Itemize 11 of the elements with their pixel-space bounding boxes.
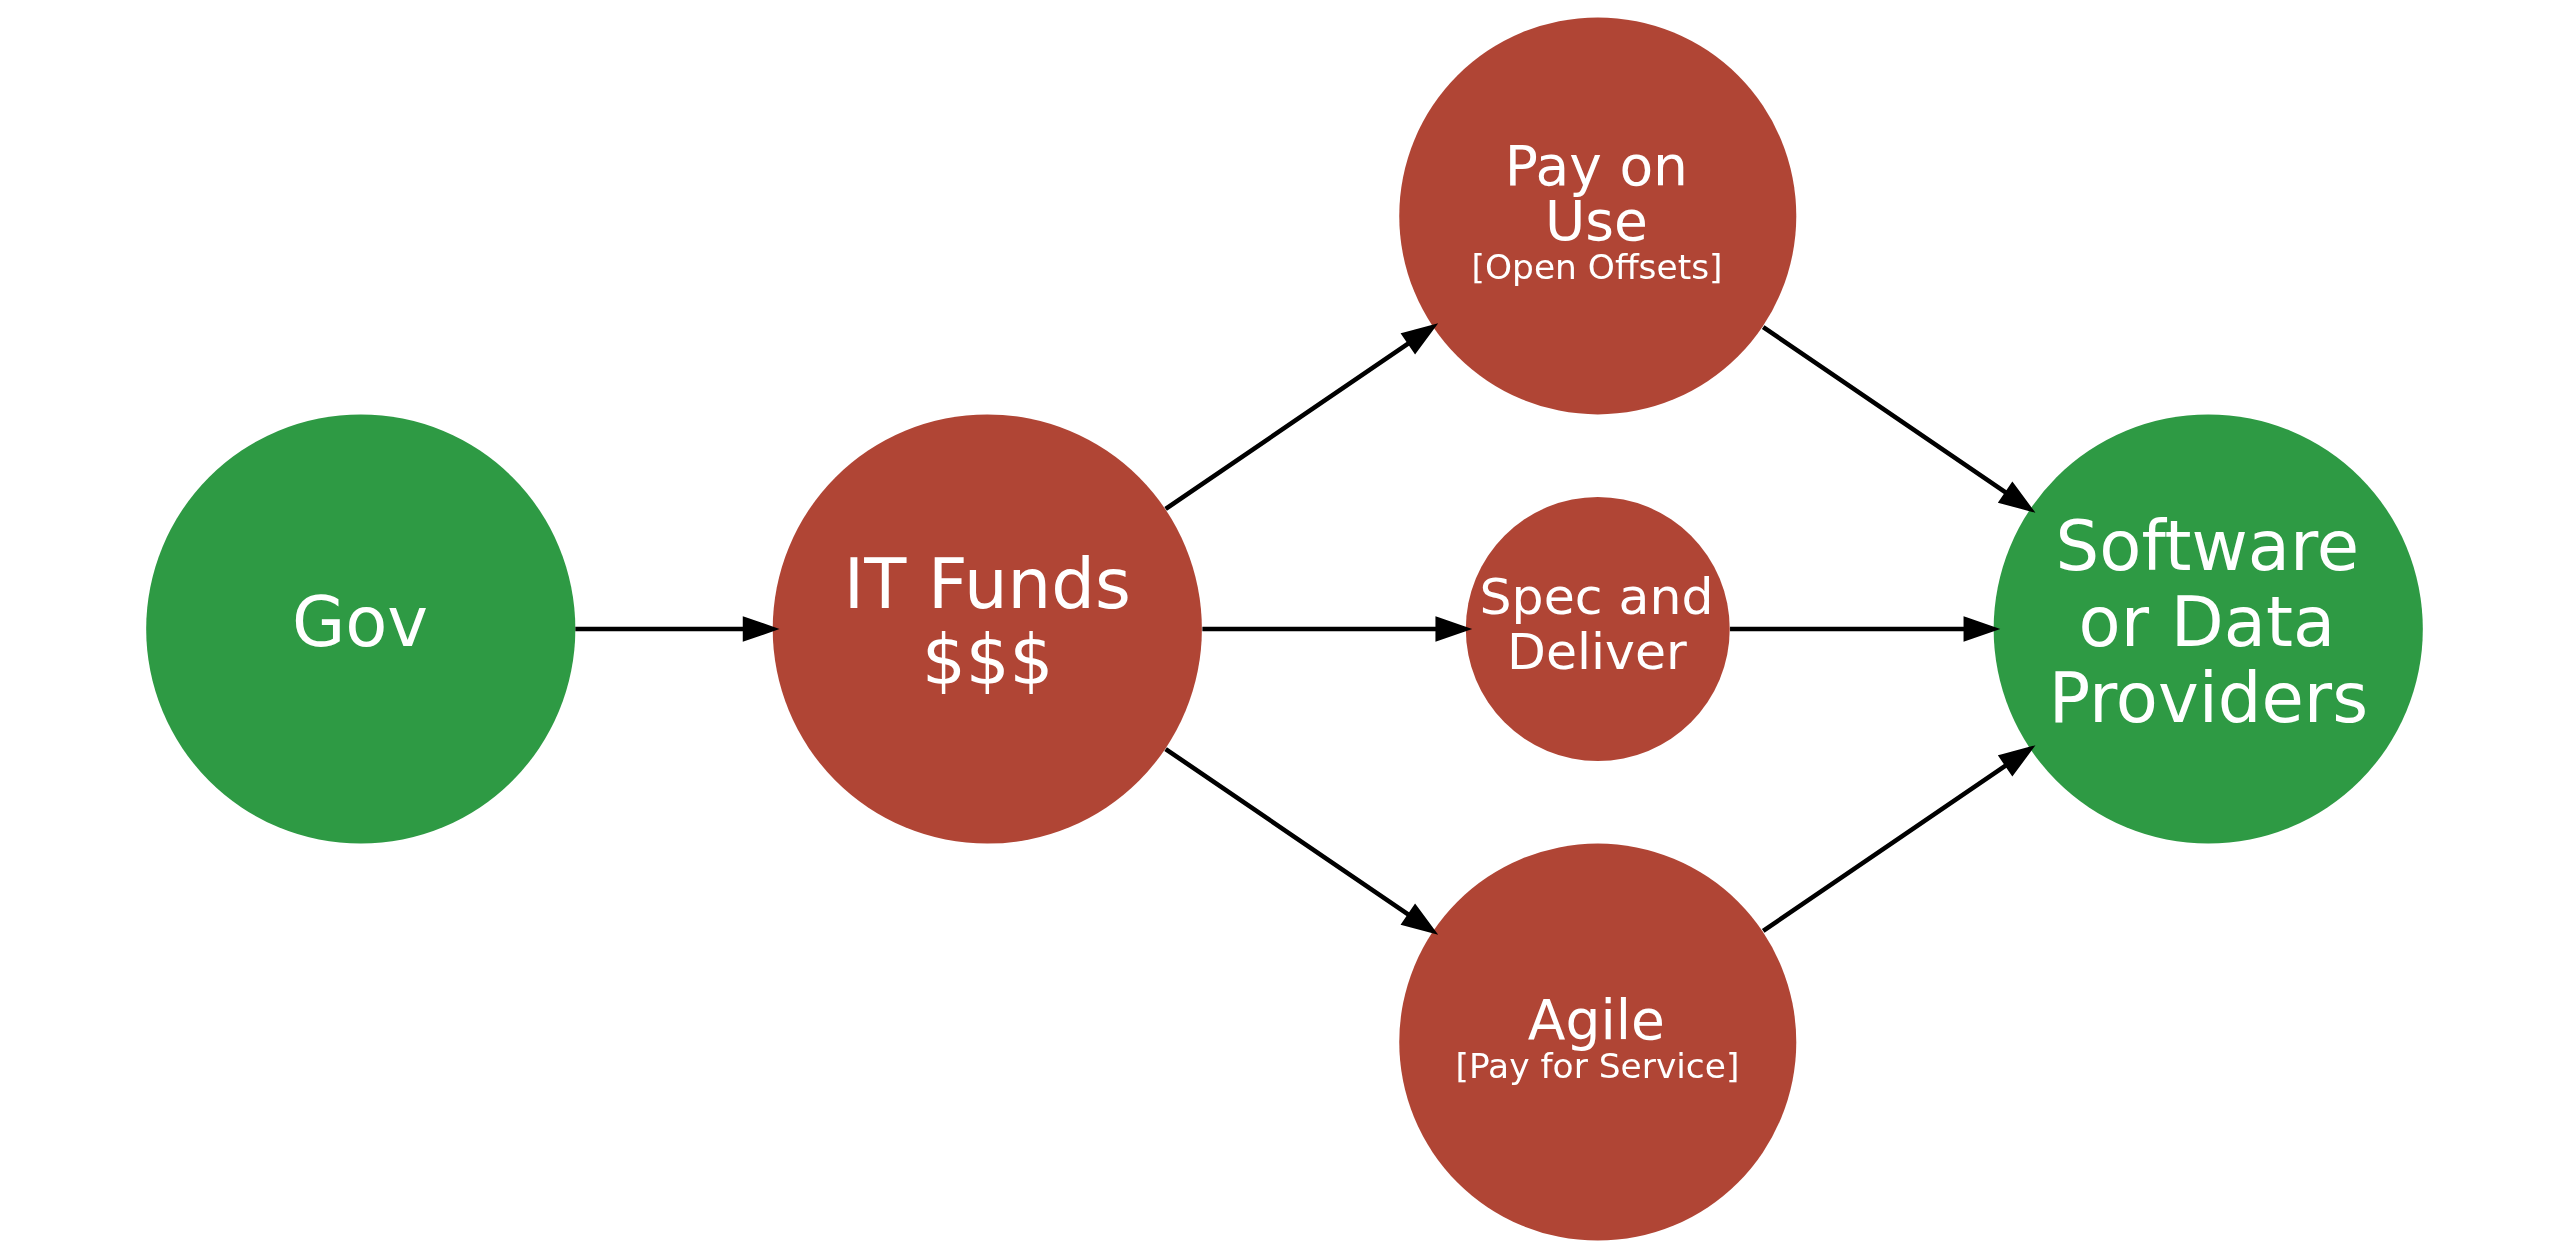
arrow	[1761, 745, 2036, 933]
arrow	[1164, 323, 1439, 511]
arrow	[1164, 747, 1439, 935]
node-circle: IT Funds $$$	[772, 414, 1202, 844]
arrow	[1202, 616, 1473, 642]
node-circle: Software or Data Providers	[1993, 414, 2423, 844]
node-circle: Gov	[146, 414, 576, 844]
arrow	[575, 616, 780, 642]
arrow	[1761, 325, 2036, 513]
node-circle: Spec and Deliver	[1465, 497, 1730, 761]
arrow	[1730, 616, 2001, 642]
